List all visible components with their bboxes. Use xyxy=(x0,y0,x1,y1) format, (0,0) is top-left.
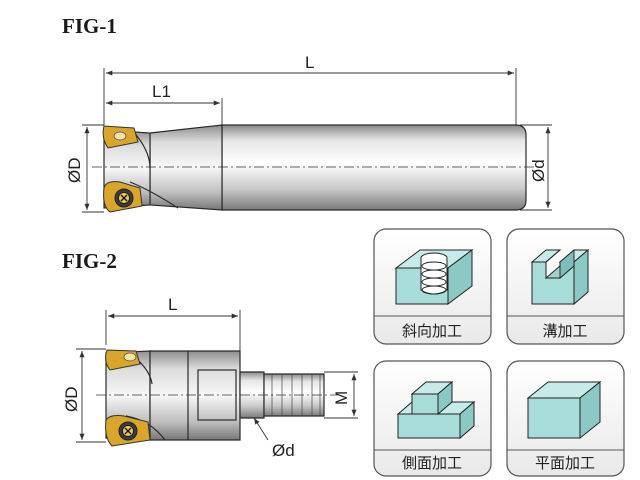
fig-2-title: FIG-2 xyxy=(62,249,117,273)
face-milling-icon xyxy=(526,380,602,440)
fig-2-dim-l-label: L xyxy=(168,295,177,314)
ramping-label: 斜向加工 xyxy=(402,322,462,340)
fig-1-dim-l1-label: L1 xyxy=(152,82,171,101)
fig-1-dim-smalld-label: Ød xyxy=(529,159,548,182)
face-milling-label: 平面加工 xyxy=(535,454,595,472)
ramping-icon xyxy=(394,249,474,305)
operation-card-ramping: 斜向加工 xyxy=(373,228,492,345)
fig-2-dim-smalld-label: Ød xyxy=(272,441,295,460)
fig-1-dim-l-label: L xyxy=(305,53,314,72)
fig-1-flute-bottom xyxy=(129,181,179,209)
fig-1-dim-bigd-label: ØD xyxy=(65,158,84,184)
fig-2-dim-m-label: M xyxy=(332,391,351,405)
slotting-icon xyxy=(530,248,590,306)
fig-2-head-body xyxy=(149,350,241,441)
fig-2-dim-sd-leader xyxy=(253,417,269,441)
fig-1-title: FIG-1 xyxy=(62,14,117,38)
side-milling-label: 側面加工 xyxy=(402,454,462,472)
fig-1-insert-top xyxy=(102,125,139,149)
fig-2-dim-bigd-label: ØD xyxy=(62,387,81,413)
operation-card-face-milling: 平面加工 xyxy=(506,360,625,477)
side-milling-icon xyxy=(396,380,476,440)
fig-2-insert-bottom xyxy=(105,415,151,447)
fig-1-shank xyxy=(221,124,527,211)
operation-card-slotting: 溝加工 xyxy=(506,228,625,345)
fig-2-neck xyxy=(239,371,265,419)
fig-2-insert-top xyxy=(105,349,141,371)
fig-1-insert-bottom xyxy=(103,181,143,213)
slotting-label: 溝加工 xyxy=(542,322,587,340)
operation-card-side-milling: 側面加工 xyxy=(373,360,492,477)
fig-2: FIG-2 L ØD M xyxy=(62,249,358,460)
fig-1: FIG-1 L L1 ØD Ød xyxy=(62,14,552,213)
